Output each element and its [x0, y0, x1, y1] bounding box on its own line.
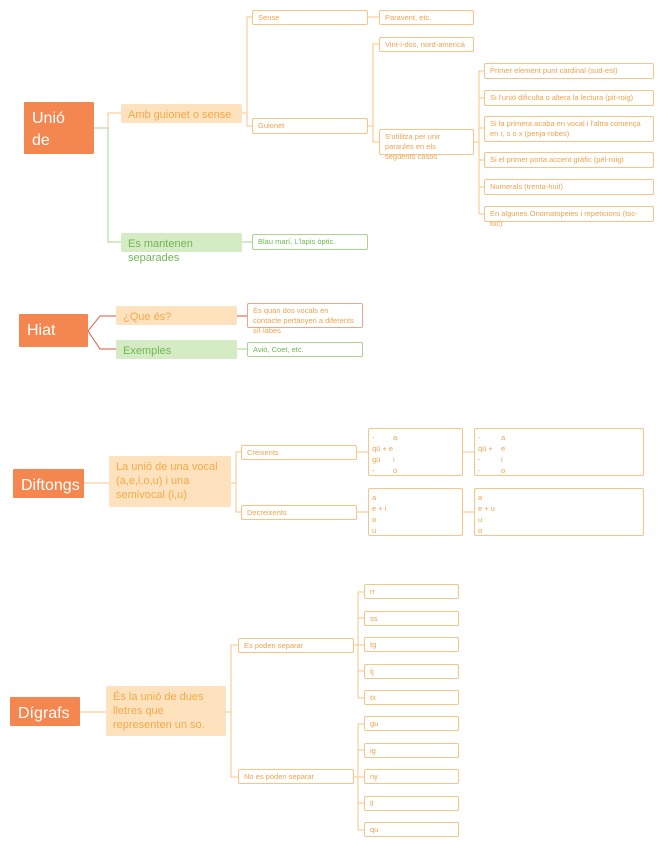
digrafs-root: Dígrafs: [10, 697, 80, 726]
cell: e + i: [372, 504, 387, 513]
union-case-5: Numerals (trenta-huit): [484, 179, 654, 195]
digraf-item: tx: [364, 690, 459, 705]
cell: qü +: [478, 444, 493, 453]
digraf-item: gu: [364, 716, 459, 731]
creixents-table-2: - a qü + e - i - o: [474, 428, 644, 476]
union-vint-example: Vint-i-dos, nord-americà: [379, 37, 474, 52]
digraf-item: ss: [364, 611, 459, 626]
decreixents-table-1: a e + i o u: [368, 488, 463, 536]
cell: o: [393, 466, 398, 475]
cell: u: [372, 526, 377, 535]
digrafs-definition: És la unió de dues lletres que represent…: [106, 686, 226, 736]
cell: -: [372, 433, 375, 442]
diftongs-decreixents-node: Decreixents: [241, 505, 357, 520]
digraf-item: ny: [364, 769, 459, 784]
hiat-que-es-node: ¿Que és?: [116, 306, 237, 325]
cell: -: [478, 466, 481, 475]
union-separades-node: Es mantenen separades: [121, 233, 242, 264]
union-case-4: Si el primer porta accent gràfic (pèl-ro…: [484, 152, 654, 168]
hiat-root: Hiat: [19, 314, 88, 347]
cell: -: [478, 433, 481, 442]
decreixents-table-2: a e + u u o: [474, 488, 644, 536]
diftongs-root: Diftongs: [13, 469, 84, 498]
cell: o: [501, 466, 506, 475]
cell: a: [501, 433, 506, 442]
hiat-exemples-node: Exemples: [116, 340, 237, 359]
hiat-exemples-example: Avió, Coet, etc.: [247, 342, 363, 357]
cell: o: [372, 515, 377, 524]
hiat-definition: És quan dos vocals en contacte pertanyen…: [247, 303, 363, 335]
union-case-6: En algunes Onomatopeies i repeticions (t…: [484, 206, 654, 228]
cell: e: [501, 444, 506, 453]
digraf-item: qu: [364, 822, 459, 837]
cell: a: [393, 433, 398, 442]
cell: qü + e: [372, 444, 394, 453]
union-sense-node: Sense: [252, 10, 368, 25]
digraf-item: tj: [364, 664, 459, 679]
cell: -: [372, 466, 375, 475]
cell: a: [372, 493, 377, 502]
digraf-item: rr: [364, 584, 459, 599]
cell: -: [478, 455, 481, 464]
diftongs-creixents-node: Creixents: [241, 445, 357, 460]
digraf-item: ig: [364, 743, 459, 758]
cell: i: [393, 455, 395, 464]
digrafs-no-poden-node: No es poden separar: [238, 769, 354, 784]
union-separades-example: Blau marí, L'lapis òptic.: [252, 234, 368, 250]
union-sutilitza-node: S'utilitza per unir paraules en els segü…: [379, 129, 474, 161]
cell: i: [501, 455, 503, 464]
union-root: Unió de paraules: [24, 102, 94, 171]
union-guionet-node: Guionet: [252, 118, 368, 134]
union-sense-example: Paravent, etc.: [379, 10, 474, 25]
union-amb-guionet-node: Amb guionet o sense: [121, 104, 242, 123]
union-case-1: Primer element punt cardinal (sud-est): [484, 63, 654, 79]
cell: o: [478, 526, 483, 535]
creixents-table-1: - a qü + e gü i - o: [368, 428, 463, 476]
cell: gü: [372, 455, 381, 464]
digrafs-poden-node: Es poden separar: [238, 638, 354, 653]
cell: e + u: [478, 504, 495, 513]
digraf-item: tg: [364, 637, 459, 652]
cell: u: [478, 515, 483, 524]
digraf-item: ll: [364, 796, 459, 811]
cell: a: [478, 493, 483, 502]
diftongs-definition: La unió de una vocal (a,e,i,o,u) i una s…: [109, 456, 231, 507]
union-case-3: Si la primera acaba en vocal i l'altra c…: [484, 116, 654, 142]
union-case-2: Si l'unió dificulta o altera la lectura …: [484, 90, 654, 106]
